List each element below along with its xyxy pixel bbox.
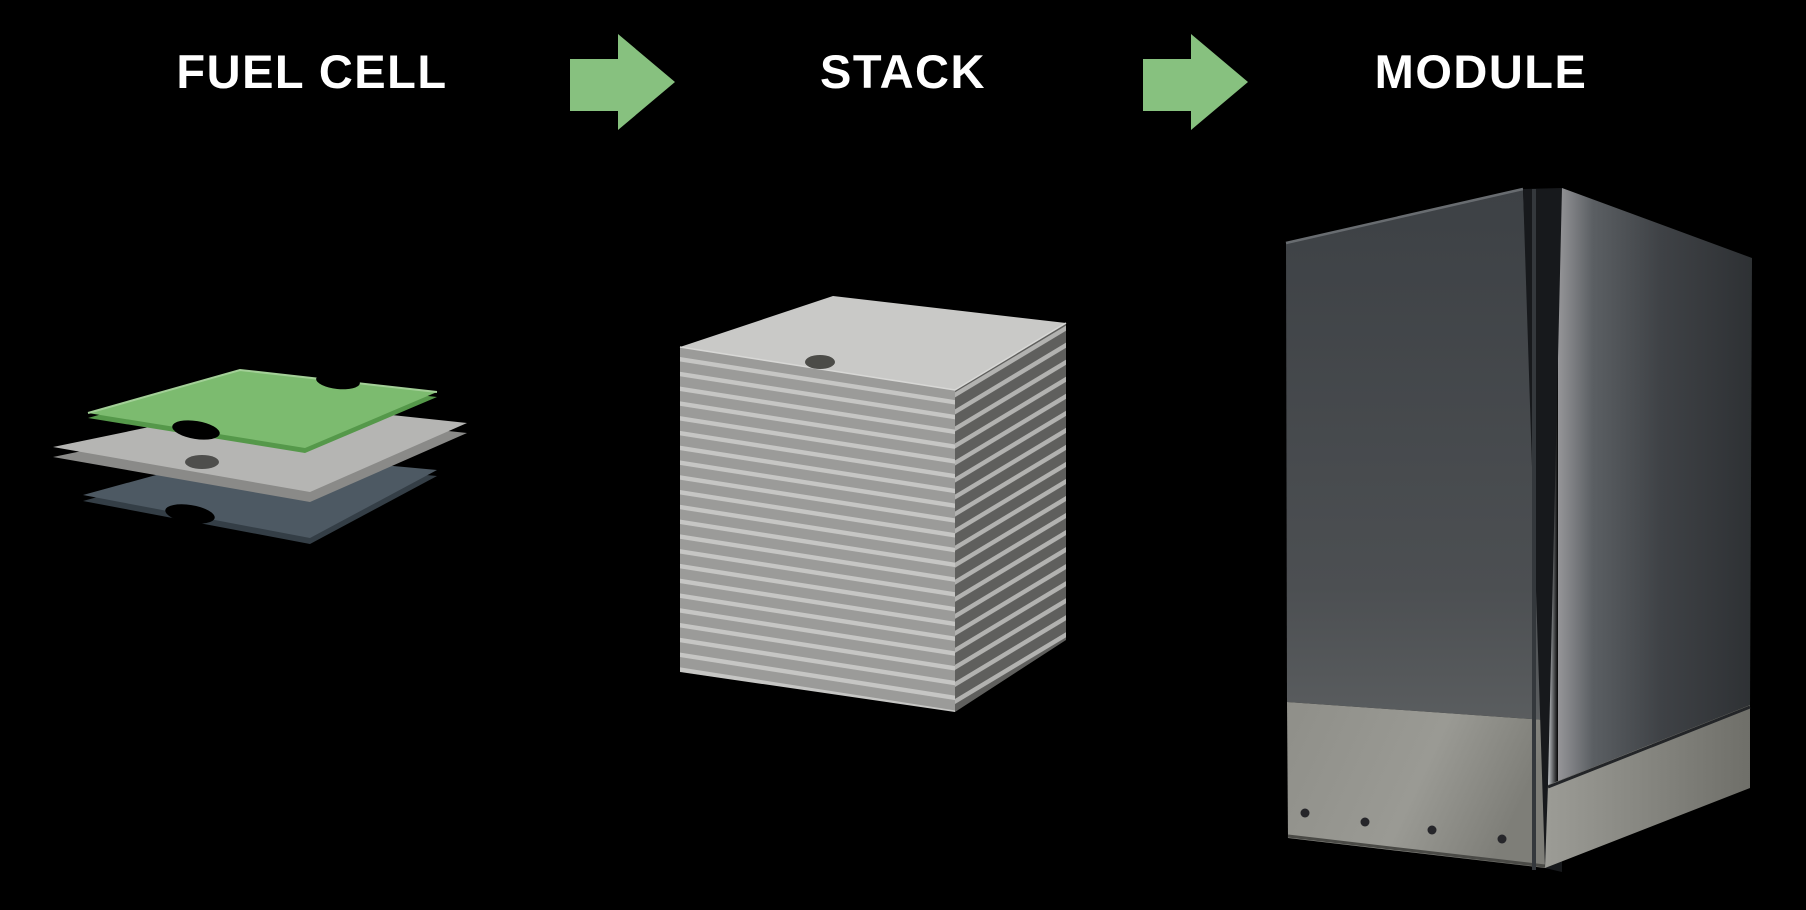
module-bolt bbox=[1497, 834, 1507, 844]
module-side-panel bbox=[1548, 188, 1752, 785]
stack-illustration bbox=[679, 296, 1067, 712]
module-front-base bbox=[1287, 702, 1545, 868]
module-bolt bbox=[1360, 817, 1370, 827]
stack-top-hole bbox=[805, 355, 835, 369]
arrow-right-icon bbox=[1143, 34, 1248, 130]
module-bolt bbox=[1427, 825, 1437, 835]
module-cabinet bbox=[1285, 187, 1752, 872]
module-side-base bbox=[1545, 705, 1750, 868]
fuel-cell-illustration bbox=[53, 368, 467, 544]
module-front-panel bbox=[1286, 189, 1545, 720]
stage-label-module: MODULE bbox=[1374, 45, 1588, 98]
arrow-right-icon bbox=[570, 34, 675, 130]
stage-label-stack: STACK bbox=[820, 45, 986, 98]
module-illustration bbox=[1285, 187, 1752, 872]
stage-label-fuel-cell: FUEL CELL bbox=[176, 45, 448, 98]
fuel-cell-top-plate bbox=[87, 368, 438, 453]
module-bolt bbox=[1300, 808, 1310, 818]
stack-body bbox=[679, 296, 1067, 712]
